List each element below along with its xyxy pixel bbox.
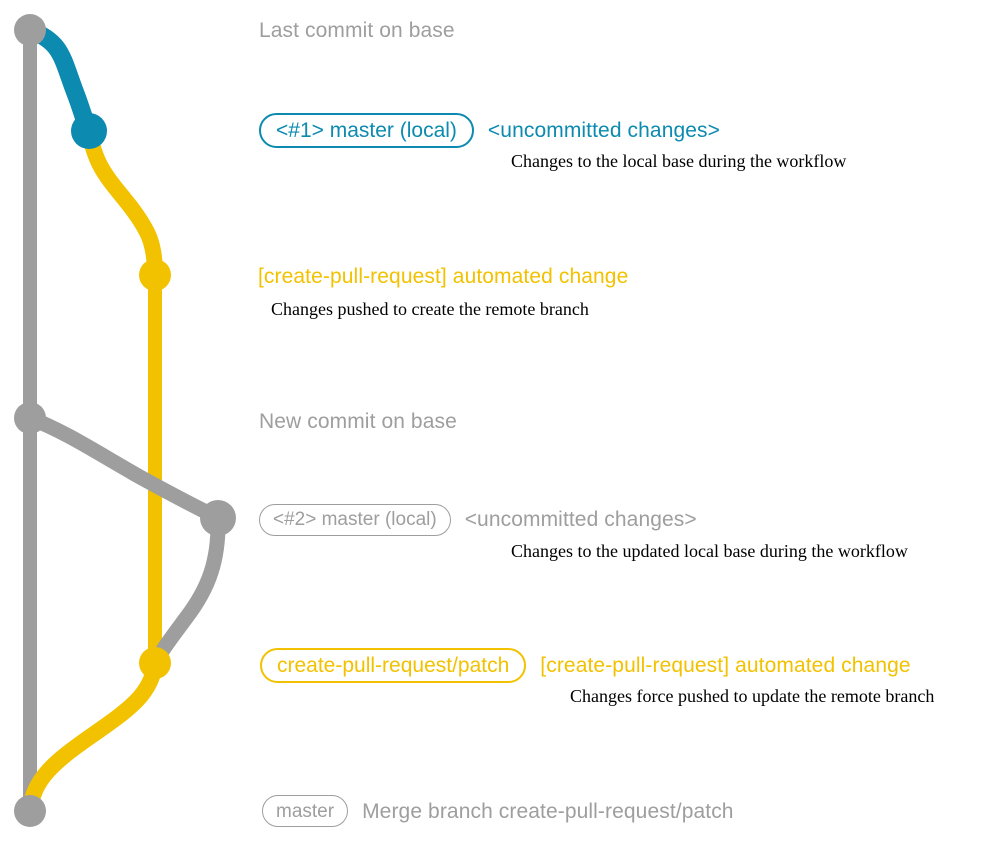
branch-badge-master-local-1[interactable]: <#1> master (local) [259,113,474,148]
row-automated-change-1: [create-pull-request] automated change [258,264,628,288]
row-automated-change-2: create-pull-request/patch [create-pull-r… [260,648,911,683]
row-new-commit-on-base: New commit on base [259,409,457,433]
commit-message-uncommitted-changes-1: <uncommitted changes> [487,119,720,142]
row-uncommitted-changes-2: <#2> master (local) <uncommitted changes… [259,503,697,536]
commit-message-last-commit-on-base: Last commit on base [259,18,455,42]
edge-remote-2-to-merge [22,655,163,819]
commit-node-merge-branch[interactable] [14,795,46,827]
row-merge-branch: master Merge branch create-pull-request/… [262,795,734,827]
commit-message-uncommitted-changes-2: <uncommitted changes> [464,508,697,531]
description-automated-change-1: Changes pushed to create the remote bran… [271,299,589,319]
edge-local-1-to-remote-1 [81,123,163,283]
commit-node-automated-change-1[interactable] [139,259,171,291]
description-uncommitted-changes-2: Changes to the updated local base during… [511,541,908,561]
edge-base-to-local-2 [22,410,226,526]
branch-badge-create-pull-request-patch[interactable]: create-pull-request/patch [260,648,527,683]
description-automated-change-2: Changes force pushed to update the remot… [570,686,935,706]
edge-local-2-to-remote-2 [147,510,226,671]
commit-message-automated-change-1: [create-pull-request] automated change [258,264,629,288]
commit-node-uncommitted-changes-1[interactable] [71,113,107,149]
branch-badge-master-local-2[interactable]: <#2> master (local) [259,503,451,536]
commit-message-new-commit-on-base: New commit on base [259,409,457,433]
row-last-commit-on-base: Last commit on base [259,18,455,42]
commit-node-uncommitted-changes-2[interactable] [200,500,236,536]
description-uncommitted-changes-1: Changes to the local base during the wor… [511,151,847,171]
commit-node-new-commit-on-base[interactable] [14,402,46,434]
commit-node-automated-change-2[interactable] [139,647,171,679]
commit-message-automated-change-2: [create-pull-request] automated change [540,654,911,677]
commit-node-last-commit-on-base[interactable] [14,14,46,46]
branch-badge-master[interactable]: master [262,795,349,827]
commit-message-merge-branch: Merge branch create-pull-request/patch [362,799,734,823]
row-uncommitted-changes-1: <#1> master (local) <uncommitted changes… [259,113,720,148]
